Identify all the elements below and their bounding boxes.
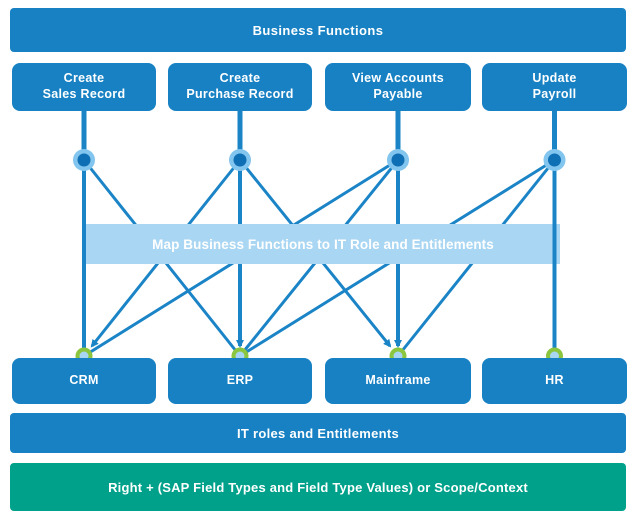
function-connector-node <box>387 149 409 171</box>
function-box-update-payroll: Update Payroll <box>482 63 627 111</box>
function-box-view-accounts-payable: View Accounts Payable <box>325 63 471 111</box>
it-roles-label: IT roles and Entitlements <box>236 425 400 441</box>
function-label: Create Purchase Record <box>186 71 294 101</box>
function-connector-node <box>73 149 95 171</box>
system-box-crm: CRM <box>12 358 156 404</box>
function-box-create-sales-record: Create Sales Record <box>12 63 156 111</box>
business-functions-banner: Business Functions <box>10 8 626 52</box>
function-label: View Accounts Payable <box>351 71 445 101</box>
system-label: CRM <box>69 373 99 388</box>
function-connector-node-core <box>391 153 405 167</box>
business-functions-label: Business Functions <box>252 22 384 38</box>
system-label: ERP <box>226 373 254 388</box>
function-connector-node-core <box>77 153 91 167</box>
system-label: Mainframe <box>365 373 431 388</box>
map-banner-label: Map Business Functions to IT Role and En… <box>152 236 494 252</box>
function-label: Update Payroll <box>532 71 577 101</box>
function-box-create-purchase-record: Create Purchase Record <box>168 63 312 111</box>
function-connector-node <box>543 149 566 171</box>
scope-context-banner: Right + (SAP Field Types and Field Type … <box>10 463 626 511</box>
system-box-erp: ERP <box>168 358 312 404</box>
scope-context-label: Right + (SAP Field Types and Field Type … <box>108 479 528 495</box>
system-label: HR <box>545 373 564 388</box>
it-roles-banner: IT roles and Entitlements <box>10 413 626 453</box>
function-label: Create Sales Record <box>42 71 126 101</box>
map-banner: Map Business Functions to IT Role and En… <box>86 224 560 264</box>
function-connector-node-core <box>548 153 561 167</box>
system-box-mainframe: Mainframe <box>325 358 471 404</box>
system-box-hr: HR <box>482 358 627 404</box>
function-connector-node <box>229 149 251 171</box>
function-connector-node-core <box>233 153 247 167</box>
